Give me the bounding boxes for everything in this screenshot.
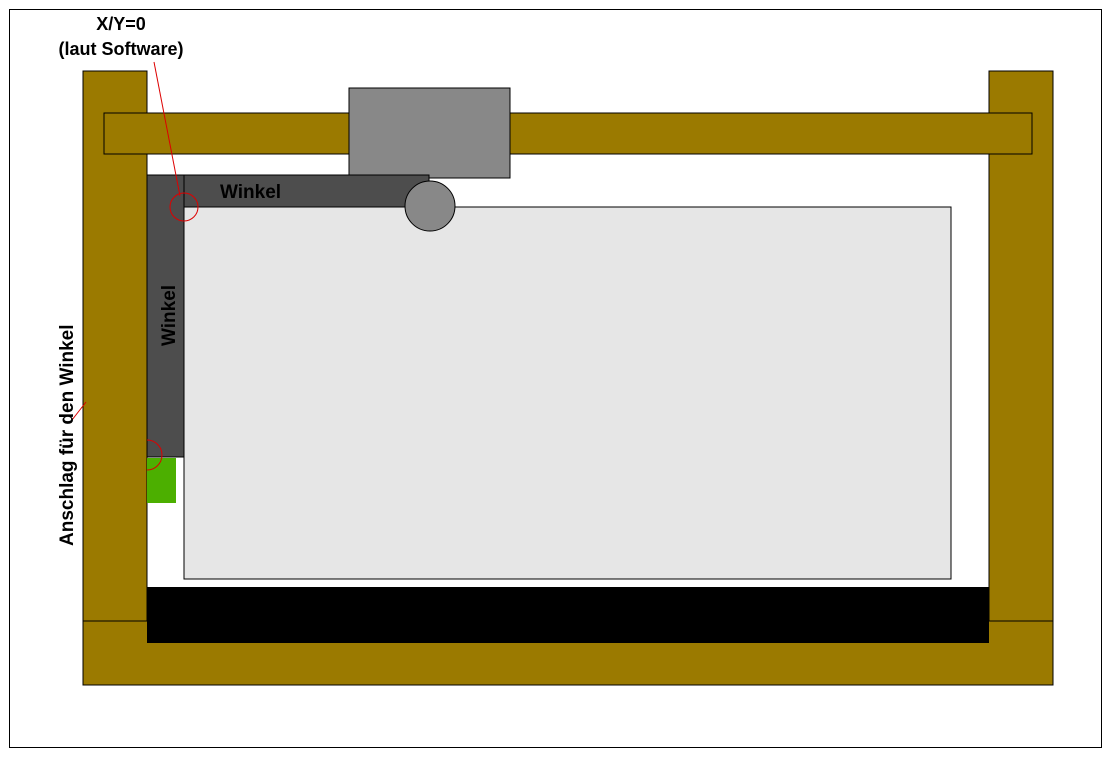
square-top-label: Winkel bbox=[220, 182, 281, 203]
stop-marker bbox=[146, 439, 163, 471]
stop-label: Anschlag für den Winkel bbox=[57, 324, 78, 546]
gantry-bar bbox=[103, 112, 1033, 155]
origin-marker bbox=[169, 192, 199, 222]
origin-leader-line bbox=[153, 61, 181, 197]
square-side-label: Winkel bbox=[159, 285, 180, 346]
frame-right-post bbox=[988, 70, 1054, 686]
origin-label-line1: X/Y=0 bbox=[96, 14, 146, 34]
stop-block bbox=[147, 458, 176, 503]
square-top-arm bbox=[146, 174, 430, 208]
frame-left-post bbox=[82, 70, 148, 686]
workpiece bbox=[183, 206, 952, 580]
bottom-rail bbox=[147, 587, 989, 643]
gantry-carriage bbox=[348, 87, 511, 179]
stop-leader-line bbox=[71, 401, 87, 421]
square-side-arm bbox=[146, 174, 185, 458]
spindle-tool bbox=[404, 180, 456, 232]
origin-label-line2: (laut Software) bbox=[58, 39, 183, 59]
